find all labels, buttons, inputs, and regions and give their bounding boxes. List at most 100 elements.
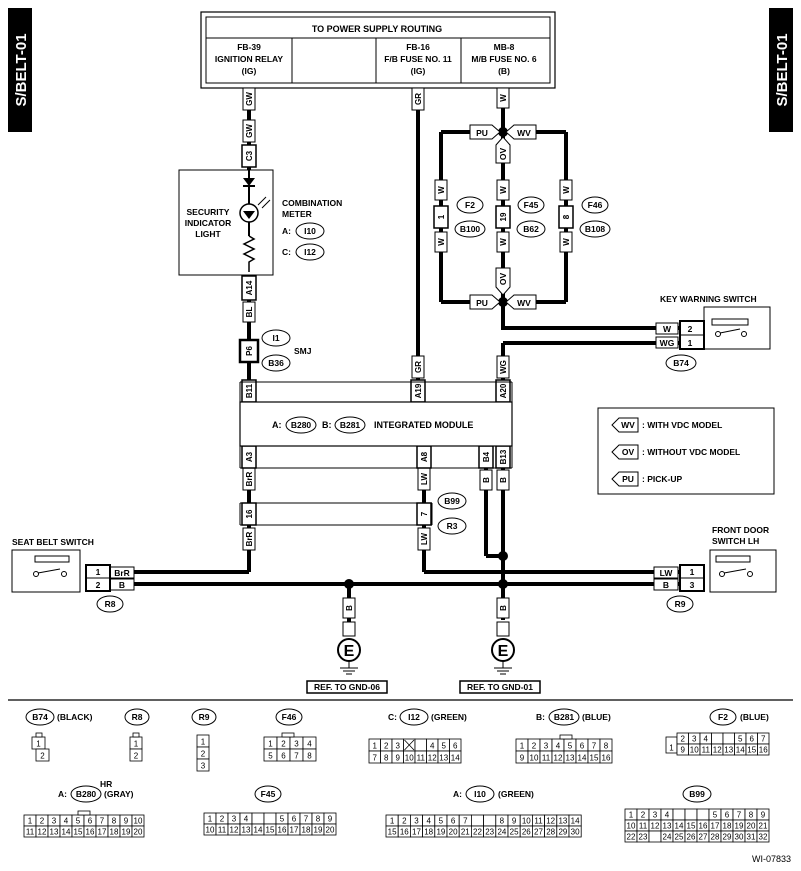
svg-text:10: 10 (522, 817, 531, 826)
svg-text:R8: R8 (132, 712, 143, 722)
conn-b36: B36 (268, 358, 284, 368)
svg-text:8: 8 (562, 214, 571, 219)
svg-text:8: 8 (307, 752, 312, 761)
svg-text:22: 22 (473, 828, 482, 837)
svg-text:8: 8 (749, 811, 754, 820)
svg-text:2: 2 (134, 752, 139, 761)
svg-text:GR: GR (414, 361, 423, 373)
svg-text:13: 13 (663, 822, 672, 831)
svg-text:4: 4 (307, 740, 312, 749)
svg-text:1: 1 (201, 738, 206, 747)
svg-text:20: 20 (326, 826, 335, 835)
wire-label-bl: BL (242, 301, 256, 323)
svg-text:13: 13 (566, 754, 575, 763)
security-light-line1: SECURITY (187, 207, 230, 217)
wire-label-gw-1: GW (242, 87, 256, 111)
svg-text:13: 13 (242, 826, 251, 835)
wire-label-w-f2-top: W (434, 179, 448, 201)
svg-text:7: 7 (737, 811, 742, 820)
svg-text:GR: GR (414, 93, 423, 105)
svg-text:OV: OV (622, 447, 635, 457)
svg-text:16: 16 (400, 828, 409, 837)
pin-b11: B11 (241, 379, 257, 403)
integrated-module: A: B280 B: B281 INTEGRATED MODULE (239, 381, 513, 469)
svg-text:24: 24 (497, 828, 506, 837)
figure-id: WI-07833 (752, 854, 791, 864)
svg-text:A:: A: (58, 789, 67, 799)
wire-label-brr-2: BrR (242, 527, 256, 551)
svg-text:C:: C: (388, 712, 397, 722)
svg-text:B: B (345, 605, 354, 611)
wire-label-w-1: W (496, 87, 510, 109)
svg-text:B281: B281 (554, 712, 575, 722)
svg-text:W: W (499, 186, 508, 194)
svg-text:7: 7 (373, 754, 378, 763)
tag-pu-bot: PU (469, 294, 501, 310)
svg-text:5: 5 (268, 752, 273, 761)
conn-i10: I10 (304, 226, 316, 236)
svg-text:16: 16 (699, 822, 708, 831)
svg-text:3: 3 (414, 817, 419, 826)
wire-label-w-key: W (655, 322, 679, 335)
svg-text:2: 2 (681, 735, 686, 744)
svg-text:6: 6 (281, 752, 286, 761)
svg-text:LW: LW (660, 568, 674, 578)
svg-text:R9: R9 (199, 712, 210, 722)
svg-text:12: 12 (546, 817, 555, 826)
wire-label-b-seat: B (109, 578, 135, 591)
svg-text:WG: WG (660, 338, 675, 348)
svg-text:W: W (562, 186, 571, 194)
svg-text:HR: HR (100, 779, 112, 789)
svg-text:19: 19 (499, 212, 508, 221)
svg-text:B: B (499, 477, 508, 483)
svg-text:(GRAY): (GRAY) (104, 789, 134, 799)
ig-relay-line2: IGNITION RELAY (215, 54, 283, 64)
svg-text:10: 10 (530, 754, 539, 763)
pin-p6: P6 (238, 338, 260, 364)
svg-text:4: 4 (430, 742, 435, 751)
svg-text:17: 17 (290, 826, 299, 835)
svg-text:WV: WV (517, 298, 531, 308)
conn-b62: B62 (523, 224, 539, 234)
svg-text:16: 16 (86, 828, 95, 837)
vdc-legend: WV : WITH VDC MODEL OV : WITHOUT VDC MOD… (597, 407, 775, 495)
svg-text:B280: B280 (76, 789, 97, 799)
resistor-icon (242, 235, 256, 272)
wire-label-wg: WG (496, 355, 510, 379)
tag-wv-bot: WV (505, 294, 537, 310)
tag-wv-top: WV (505, 124, 537, 140)
svg-text:18: 18 (110, 828, 119, 837)
svg-text:1: 1 (208, 815, 213, 824)
svg-text:2: 2 (281, 740, 286, 749)
svg-text:23: 23 (485, 828, 494, 837)
svg-text:8: 8 (112, 817, 117, 826)
svg-text:7: 7 (294, 752, 299, 761)
svg-text:24: 24 (663, 833, 672, 842)
svg-text:14: 14 (254, 826, 263, 835)
svg-text:10: 10 (134, 817, 143, 826)
pin-b13: B13 (495, 445, 511, 469)
svg-text:6: 6 (725, 811, 730, 820)
svg-text:(GREEN): (GREEN) (431, 712, 467, 722)
svg-text:W: W (562, 238, 571, 246)
svg-text:12: 12 (230, 826, 239, 835)
side-tab-right: S/BELT-01 (769, 8, 793, 132)
svg-text:10: 10 (690, 746, 699, 755)
svg-text:3: 3 (692, 735, 697, 744)
wire-label-gw-2: GW (242, 119, 256, 143)
svg-text:19: 19 (735, 822, 744, 831)
fuse6-line2: M/B FUSE NO. 6 (471, 54, 536, 64)
svg-text:1: 1 (28, 817, 33, 826)
conn-f2: F2 (465, 200, 475, 210)
svg-text:11: 11 (26, 828, 35, 837)
svg-text:WG: WG (499, 360, 508, 374)
svg-text:21: 21 (461, 828, 470, 837)
fuse11-line2: F/B FUSE NO. 11 (384, 54, 452, 64)
ground-gnd01: E REF. TO GND-01 (459, 621, 541, 694)
wire-label-b-1: B (479, 469, 493, 491)
svg-text:21: 21 (759, 822, 768, 831)
svg-text:9: 9 (520, 754, 525, 763)
svg-text:W: W (437, 186, 446, 194)
